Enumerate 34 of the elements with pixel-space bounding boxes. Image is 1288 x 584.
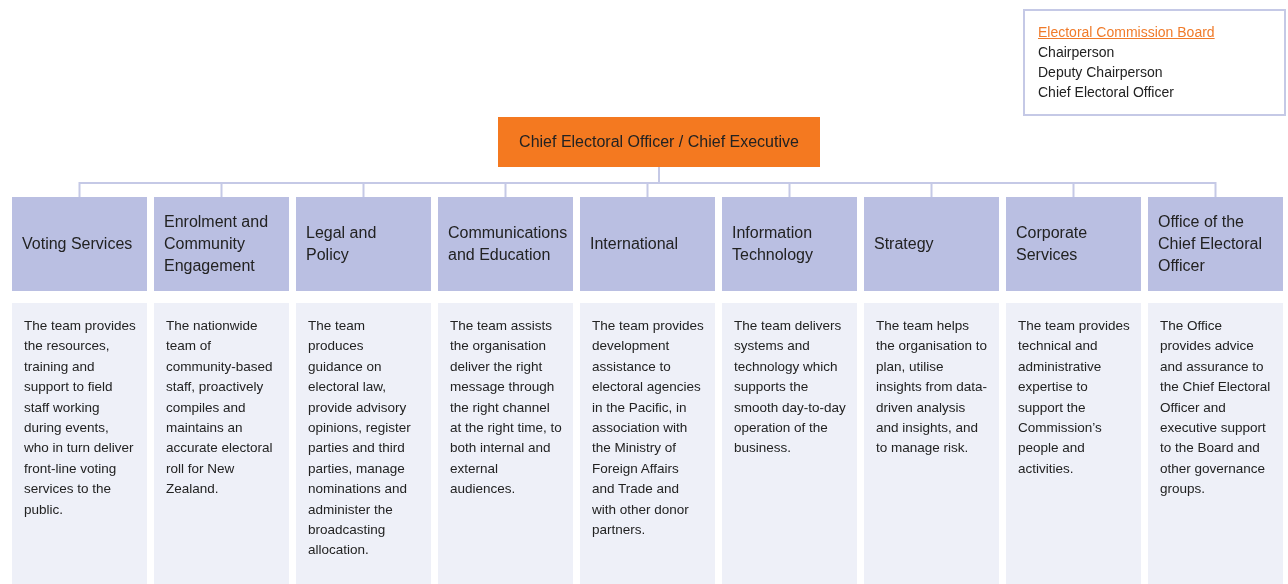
department-box [1006, 197, 1141, 291]
member-name: Deputy Chairperson [1038, 63, 1164, 82]
description-text: The team assists the organisation deliver the right message through the right channel at the right time, to both internal and external audiences. [450, 317, 563, 499]
department-name: Legal and Policy [306, 223, 378, 265]
description-text: The team produces guidance on electoral law, provide advisory opinions, register parties and third parties, manage nominations and administer the broadcasting allocation. [308, 317, 412, 560]
department-box [864, 197, 999, 291]
department-name: Enrolment and Community Engagement [164, 212, 270, 276]
description-text: The team helps the organisation to plan, utilise insights from data-driven analysis and insights, and to manage risk. [876, 317, 989, 458]
department-box [12, 197, 147, 291]
description-text: The team provides the resources, training and support to field staff working during events, who in turn deliver front-line voting services to the public. [24, 317, 137, 519]
member-name: Chief Electoral Officer [1038, 83, 1175, 102]
department-name: Voting Services [22, 234, 133, 254]
department-box [154, 197, 289, 291]
executive-box [498, 117, 820, 167]
board-panel [1023, 9, 1286, 116]
description-text: The Office provides advice and assurance to the Chief Electoral Officer and executive support to the Board and other governance groups. [1160, 317, 1272, 499]
department-box [1148, 197, 1283, 291]
department-name: Communications and Education [448, 223, 568, 265]
description-text: The team provides technical and administrative expertise to support the Commission’s people and activities. [1018, 317, 1131, 478]
description-text: The team provides development assistance to electoral agencies in the Pacific, in association with the Ministry of Foreign Affairs and Trade and with other donor partners. [592, 317, 705, 540]
department-box [296, 197, 431, 291]
department-box [438, 197, 573, 291]
department-name: International [590, 234, 679, 254]
department-box [580, 197, 715, 291]
department-name: Office of the Chief Electoral Officer [1158, 212, 1264, 276]
department-box [722, 197, 857, 291]
department-name: Information Technology [732, 223, 814, 265]
member-name: Chairperson [1038, 43, 1116, 62]
role-title: Chief Electoral Officer / Chief Executive [519, 133, 799, 151]
description-text: The nationwide team of community-based staff, proactively compiles and maintains an accurate electoral roll for New Zealand. [166, 317, 274, 499]
board-heading: Electoral Commission Board [1038, 23, 1216, 42]
department-name: Strategy [874, 234, 934, 254]
department-name: Corporate Services [1016, 223, 1089, 265]
description-text: The team delivers systems and technology which supports the smooth day-to-day operation of the business. [734, 317, 847, 458]
